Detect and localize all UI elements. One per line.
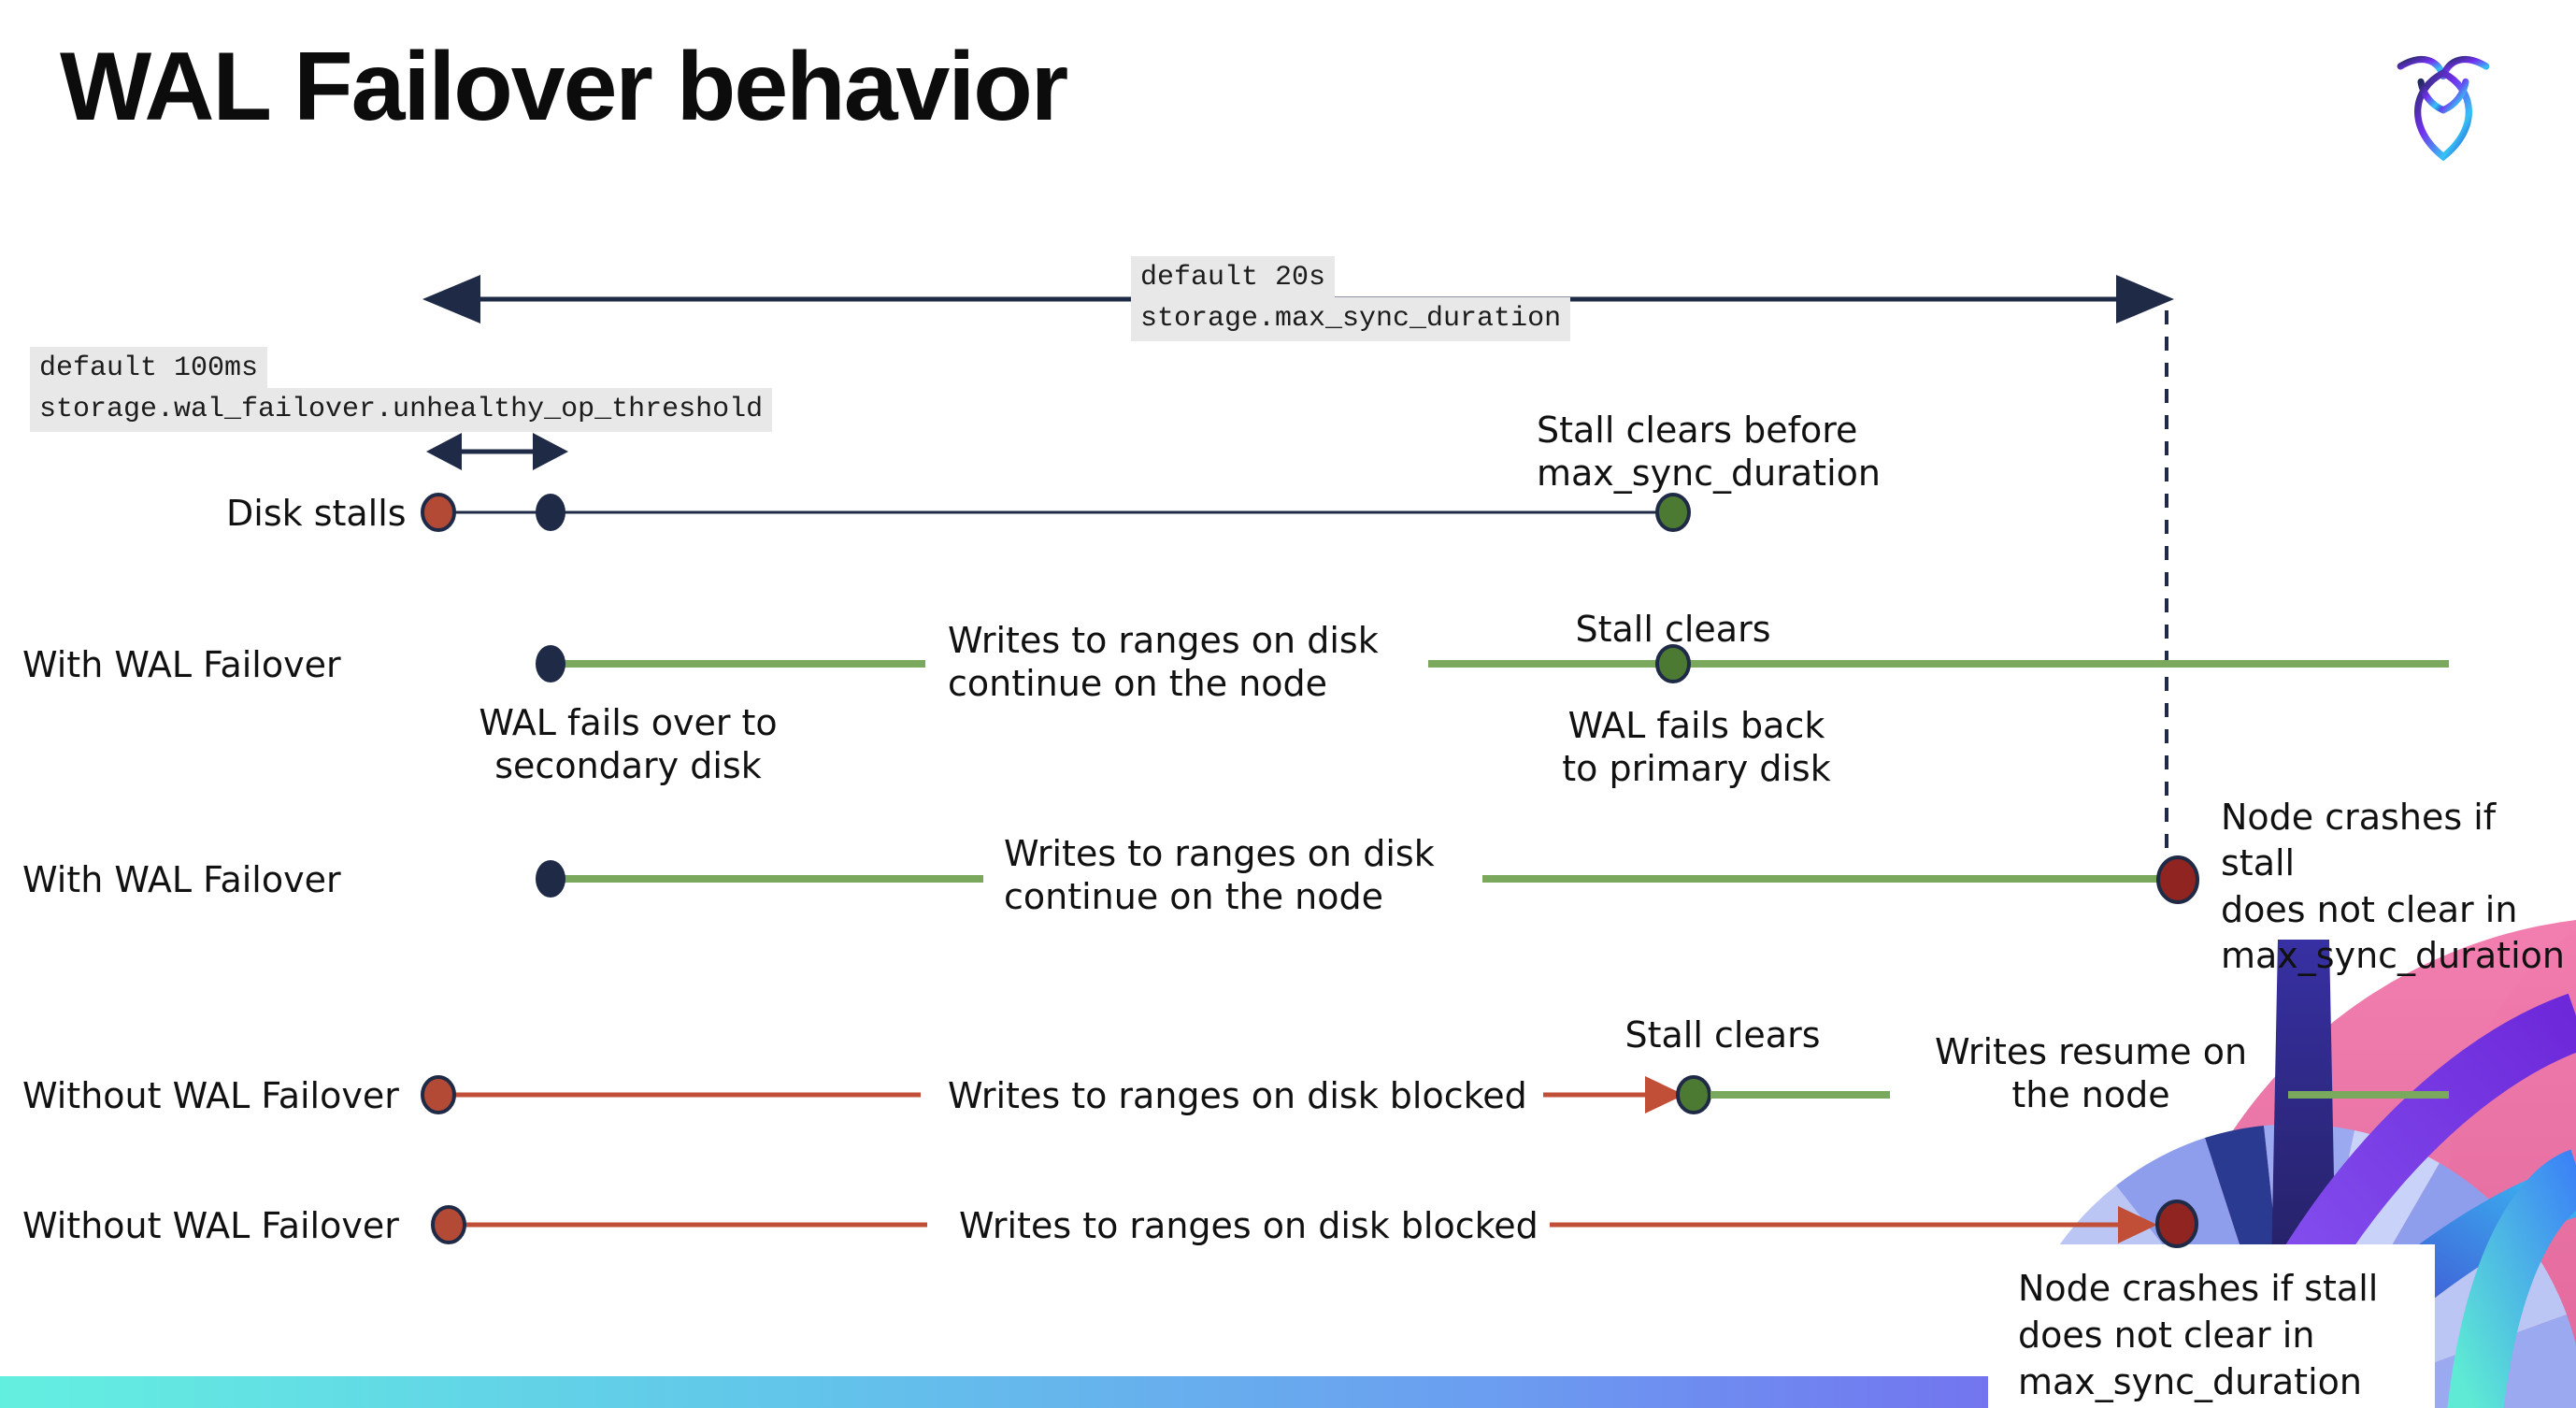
crash-note-without-failover: Node crashes if stall does not clear in … (2018, 1268, 2379, 1403)
stall-start-dot-5 (431, 1205, 466, 1244)
row-label-with-wal-failover-2: With WAL Failover (22, 859, 341, 900)
threshold-default-label: default 100ms (30, 347, 268, 391)
failover-dot-3 (536, 860, 565, 898)
threshold-setting-label: storage.wal_failover.unhealthy_op_thresh… (30, 388, 773, 432)
writes-continue-note-2: Writes to ranges on disk continue on the… (1004, 833, 1435, 918)
stall-clears-note-2: Stall clears (1624, 1014, 1821, 1056)
threshold-dot-1 (536, 494, 565, 531)
row-label-without-wal-failover-1: Without WAL Failover (22, 1075, 399, 1116)
max-sync-default-label: default 20s (1131, 256, 1336, 300)
node-crash-dot-3 (2156, 855, 2199, 904)
threshold-span-arrow (426, 433, 568, 470)
stall-clear-dot-1 (1655, 493, 1691, 532)
row-label-disk-stalls: Disk stalls (226, 493, 407, 534)
writes-resume-note: Writes resume on the node (1934, 1031, 2248, 1116)
failover-dot-2 (536, 645, 565, 682)
wal-fails-back-note: WAL fails back to primary disk (1562, 705, 1831, 790)
stall-start-dot-1 (421, 493, 456, 532)
crash-note-box: Node crashes if stall does not clear in … (1988, 1244, 2435, 1408)
writes-blocked-note-2: Writes to ranges on disk blocked (959, 1205, 1538, 1246)
crash-note-with-failover: Node crashes if stall does not clear in … (2221, 797, 2565, 977)
writes-blocked-note-1: Writes to ranges on disk blocked (948, 1075, 1527, 1116)
max-sync-setting-label: storage.max_sync_duration (1131, 297, 1571, 341)
row-label-with-wal-failover-1: With WAL Failover (22, 644, 341, 685)
writes-continue-note-1: Writes to ranges on disk continue on the… (948, 620, 1379, 705)
wal-fails-over-note: WAL fails over to secondary disk (479, 702, 778, 787)
page-title: WAL Failover behavior (60, 33, 1068, 141)
stall-clears-note-1: Stall clears (1575, 609, 1771, 650)
blocked-arrowhead-4 (1645, 1076, 1684, 1113)
stall-start-dot-4 (421, 1075, 456, 1114)
row-label-without-wal-failover-2: Without WAL Failover (22, 1205, 399, 1246)
stall-clears-before-note: Stall clears before max_sync_duration (1537, 409, 1881, 495)
stall-clear-dot-2 (1655, 644, 1691, 683)
stall-clear-dot-4 (1676, 1075, 1711, 1114)
node-crash-dot-5 (2155, 1200, 2198, 1248)
cockroachdb-logo-icon (2397, 55, 2490, 162)
blocked-arrowhead-5 (2118, 1206, 2157, 1243)
